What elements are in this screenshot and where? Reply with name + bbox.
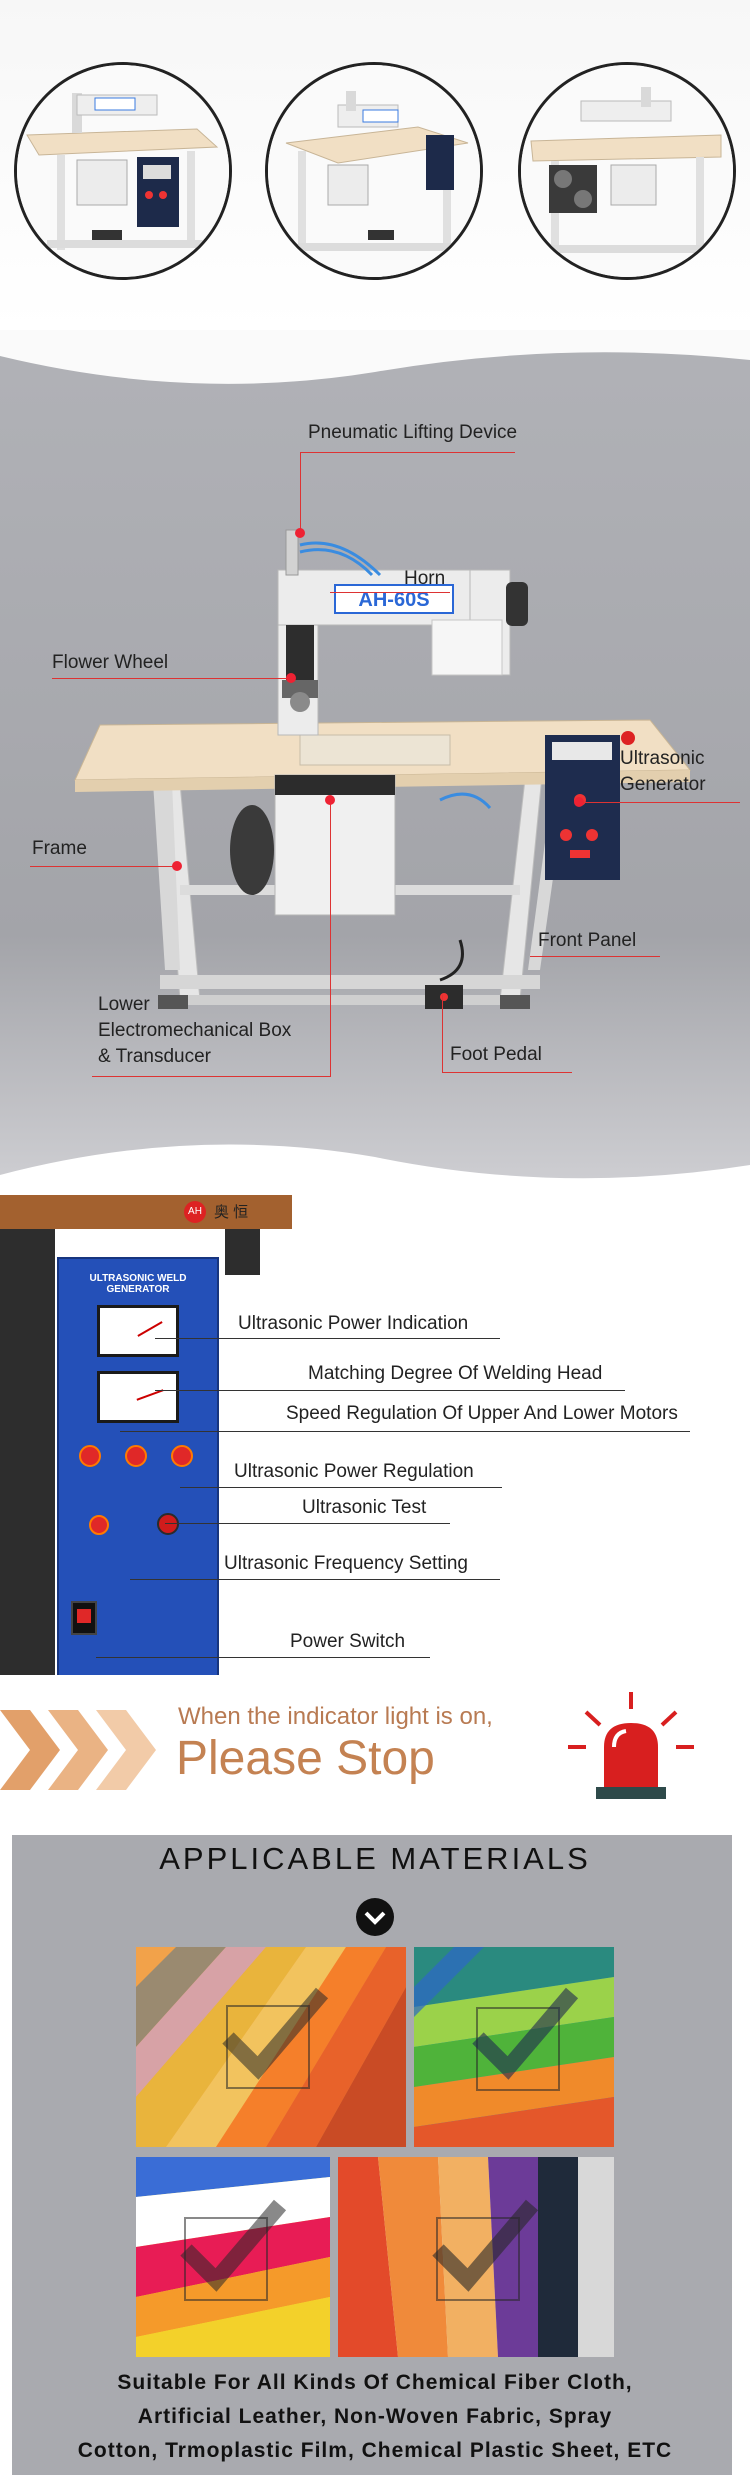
callout-dot	[325, 795, 335, 805]
checkmark-icon	[180, 2199, 287, 2292]
checkmark-icon	[432, 2199, 539, 2292]
materials-heading: APPLICABLE MATERIALS	[159, 1841, 591, 1876]
callout-line	[580, 802, 740, 803]
label-matching-degree: Matching Degree Of Welding Head	[308, 1363, 603, 1384]
materials-description-line2: Artificial Leather, Non-Woven Fabric, Sp…	[137, 2405, 613, 2428]
machine-view-rear	[518, 62, 736, 280]
callout-line	[442, 1072, 572, 1073]
speed-knob-lower[interactable]	[125, 1445, 147, 1467]
callout-foot-pedal: Foot Pedal	[450, 1044, 542, 1065]
callout-lower-box-line2: Electromechanical Box	[98, 1020, 292, 1041]
brand-badge: AH	[184, 1201, 206, 1223]
materials-description-line1: Suitable For All Kinds Of Chemical Fiber…	[117, 2371, 633, 2394]
machine-views-section	[0, 0, 750, 330]
callout-ultrasonic-generator-line2: Generator	[620, 774, 706, 795]
material-spray-cotton	[136, 2157, 330, 2357]
checkmark-icon	[222, 1987, 329, 2080]
leader-line	[165, 1523, 450, 1524]
callout-line	[330, 592, 450, 593]
warning-line1: When the indicator light is on,	[178, 1703, 493, 1730]
alarm-light-icon	[568, 1692, 694, 1799]
leader-line	[155, 1390, 625, 1391]
power-regulation-knob[interactable]	[171, 1445, 193, 1467]
power-meter	[97, 1305, 179, 1357]
label-power-regulation: Ultrasonic Power Regulation	[234, 1461, 474, 1482]
wave-divider	[0, 1144, 750, 1195]
callout-line	[300, 452, 301, 532]
matching-meter	[97, 1371, 179, 1423]
chevron-arrows-icon	[0, 1710, 156, 1790]
checkmark-icon	[472, 1987, 579, 2080]
welding-machine-illustration: AH-60S	[74, 529, 692, 1009]
callout-line	[52, 678, 292, 679]
callout-line	[92, 1076, 330, 1077]
power-switch[interactable]	[71, 1601, 97, 1635]
machine-view-front-right	[265, 62, 483, 280]
ultrasonic-test-button[interactable]	[157, 1513, 179, 1535]
control-panel-section: AH 奥 恒 ULTRASONIC WELD GENERATOR Ultraso…	[0, 1195, 750, 1675]
callout-line	[300, 452, 515, 453]
chevron-down-icon	[356, 1898, 394, 1936]
table-edge	[0, 1195, 292, 1229]
callout-dot	[295, 528, 305, 538]
leader-line	[180, 1487, 502, 1488]
label-power-switch: Power Switch	[290, 1631, 406, 1652]
callout-pneumatic-lifting-device: Pneumatic Lifting Device	[308, 422, 518, 443]
label-ultrasonic-test: Ultrasonic Test	[302, 1497, 427, 1518]
callout-flower-wheel: Flower Wheel	[52, 652, 169, 673]
label-frequency-setting: Ultrasonic Frequency Setting	[224, 1553, 468, 1574]
warning-line2: Please Stop	[176, 1732, 435, 1785]
leader-line	[120, 1431, 690, 1432]
speed-knob-upper[interactable]	[79, 1445, 101, 1467]
materials-background	[12, 1835, 732, 2475]
callout-ultrasonic-generator-line1: Ultrasonic	[620, 748, 705, 769]
frequency-knob[interactable]	[89, 1515, 109, 1535]
materials-section: APPLICABLE MATERIALS	[0, 1825, 750, 2483]
callout-dot	[172, 861, 182, 871]
leader-line	[96, 1657, 430, 1658]
generator-front-panel: ULTRASONIC WELD GENERATOR	[57, 1257, 219, 1675]
material-thermoplastic-film	[338, 2157, 614, 2357]
machine-view-front-left	[14, 62, 232, 280]
leader-line	[130, 1579, 500, 1580]
material-chemical-fiber-cloth	[136, 1947, 406, 2147]
callout-lower-box-line3: & Transducer	[98, 1046, 211, 1067]
warning-section: When the indicator light is on, Please S…	[0, 1675, 750, 1825]
machine-diagram-section: AH-60S Pneumatic Lifting Device Ho	[0, 330, 750, 1195]
callout-dot	[286, 673, 296, 683]
material-non-woven-fabric	[414, 1947, 614, 2147]
label-speed-regulation: Speed Regulation Of Upper And Lower Moto…	[286, 1403, 678, 1424]
callout-horn: Horn	[404, 568, 446, 589]
label-ultrasonic-power-indication: Ultrasonic Power Indication	[238, 1313, 469, 1334]
callout-lower-box-line1: Lower	[98, 994, 150, 1015]
materials-description-line3: Cotton, Trmoplastic Film, Chemical Plast…	[77, 2439, 673, 2462]
brand-chinese: 奥 恒	[214, 1204, 249, 1221]
callout-front-panel: Front Panel	[538, 930, 637, 951]
frame-rail	[225, 1229, 260, 1275]
callout-line	[30, 866, 178, 867]
leader-line	[155, 1338, 500, 1339]
callout-dot	[574, 797, 584, 807]
machine-model-label: AH-60S	[358, 589, 429, 611]
panel-title: ULTRASONIC WELD GENERATOR	[89, 1273, 187, 1295]
callout-line	[330, 800, 331, 1077]
callout-line	[442, 995, 443, 1072]
callout-line	[530, 956, 660, 957]
callout-frame: Frame	[32, 838, 87, 859]
wave-divider	[0, 330, 750, 384]
frame-leg	[0, 1229, 55, 1675]
